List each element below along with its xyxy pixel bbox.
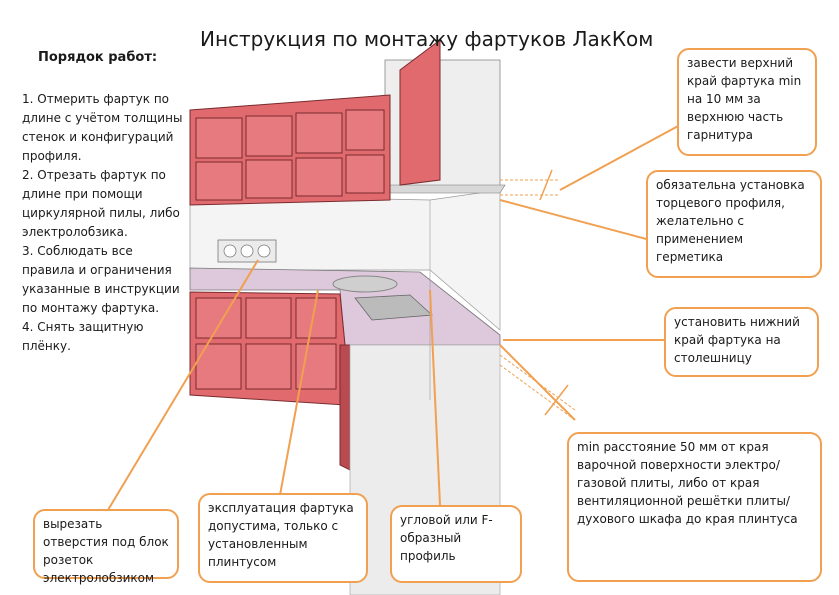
socket-block (217, 239, 277, 263)
steps-list: 1. Отмерить фартук по длине с учётом тол… (22, 90, 184, 356)
step-4: 4. Снять защитную плёнку. (22, 320, 144, 353)
step-3: 3. Соблюдать все правила и ограничения у… (22, 244, 180, 315)
callout-min-distance: min расстояние 50 мм от края варочной по… (567, 432, 822, 582)
hood-bottom (379, 184, 506, 194)
callout-profile: угловой или F-образный профиль (390, 505, 522, 583)
callout-end-profile: обязательна установка торцевого профиля,… (646, 170, 822, 278)
upper-cabinets (189, 94, 391, 206)
callout-bottom-edge: установить нижний край фартука на столеш… (664, 307, 819, 377)
steps-heading: Порядок работ: (38, 50, 158, 65)
page-title: Инструкция по монтажу фартуков ЛакКом (200, 27, 654, 51)
dimension-marks (499, 179, 576, 421)
lower-cabinets (189, 291, 351, 471)
callout-sockets: вырезать отверстия под блок розеток элек… (33, 509, 179, 585)
tick-marks (539, 169, 569, 416)
upper-right-cabinet (399, 39, 441, 186)
step-2: 2. Отрезать фартук по длине при помощи ц… (22, 168, 180, 239)
step-1: 1. Отмерить фартук по длине с учётом тол… (22, 92, 183, 163)
callout-skirting: эксплуатация фартука допустима, только с… (198, 493, 368, 583)
callout-top-edge: завести верхний край фартука min на 10 м… (677, 48, 817, 156)
sink (332, 275, 398, 293)
